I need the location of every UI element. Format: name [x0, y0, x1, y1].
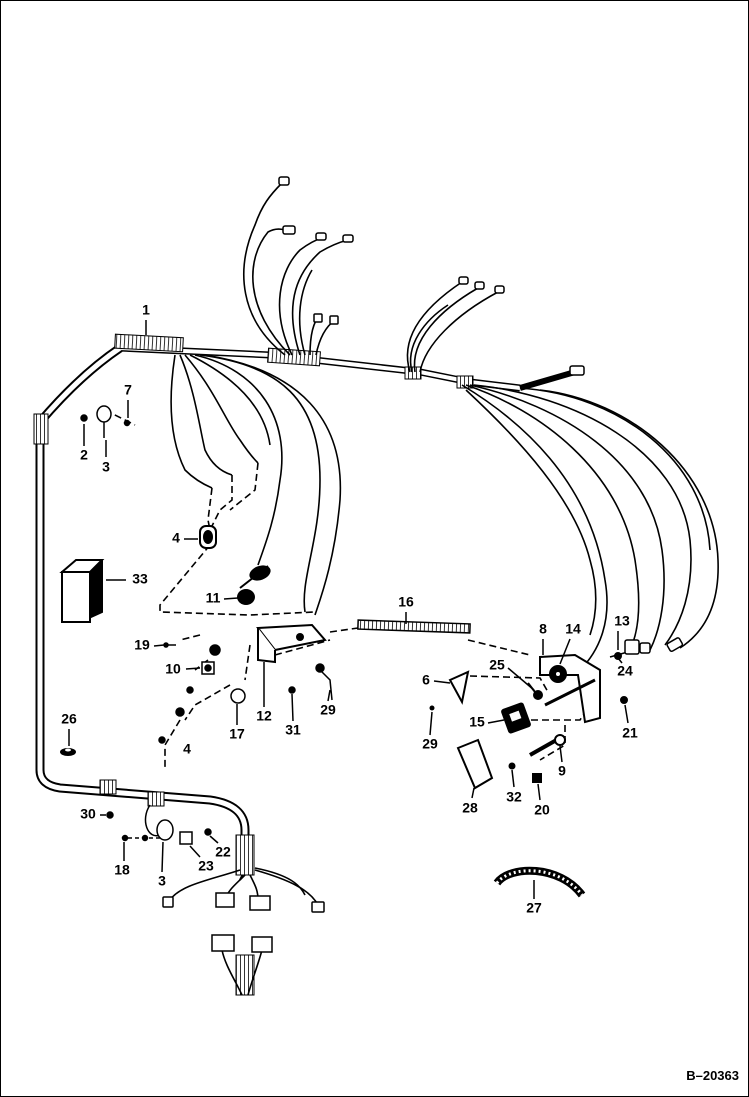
- label-bolt-left: 2: [80, 424, 88, 463]
- cover-plate-icon: [456, 738, 494, 790]
- svg-text:31: 31: [285, 722, 301, 738]
- curved-hose-icon: [493, 866, 586, 898]
- label-grommet-26: 26: [61, 711, 77, 746]
- label-bracket-6: 6: [422, 672, 451, 688]
- harness-coil-wraps: [33, 333, 474, 996]
- upper-left-connectors: [278, 176, 354, 325]
- round-switch-icon: [199, 525, 217, 549]
- label-switch-15: 15: [469, 714, 505, 730]
- upper-middle-connectors: [458, 276, 505, 294]
- label-bolt-30: 30: [80, 806, 106, 822]
- svg-text:4: 4: [172, 530, 180, 546]
- svg-text:24: 24: [617, 663, 633, 679]
- svg-text:16: 16: [398, 594, 414, 610]
- label-nut-22: 22: [209, 835, 231, 860]
- relay-box-icon: [59, 559, 105, 623]
- svg-text:21: 21: [622, 725, 638, 741]
- label-screw-21: 21: [622, 704, 638, 741]
- label-tube-16: 16: [398, 594, 414, 624]
- label-washer-17: 17: [229, 704, 245, 742]
- svg-text:7: 7: [124, 382, 132, 398]
- svg-text:18: 18: [114, 862, 130, 878]
- label-knob-14: 14: [559, 621, 581, 665]
- connector-plug-icon: [237, 565, 271, 605]
- svg-text:22: 22: [215, 844, 231, 860]
- label-screw-31: 31: [285, 693, 301, 738]
- label-clip-23: 23: [189, 845, 214, 874]
- svg-text:3: 3: [158, 873, 166, 889]
- mounting-bracket-icon: [256, 623, 327, 664]
- label-harness: 1: [142, 302, 150, 335]
- right-end-connector: [519, 365, 585, 391]
- harness-trunk: [35, 344, 521, 881]
- svg-text:2: 2: [80, 447, 88, 463]
- upper-middle-wire-branch: [406, 281, 499, 373]
- lower-connector-plugs: [162, 892, 325, 953]
- label-washer-24: 24: [617, 657, 633, 679]
- right-drop-connectors: [624, 637, 684, 655]
- label-bracket-8: 8: [539, 621, 547, 655]
- label-lever-9: 9: [558, 745, 566, 779]
- label-nut-7: 7: [124, 382, 132, 418]
- svg-text:30: 30: [80, 806, 96, 822]
- svg-text:13: 13: [614, 613, 630, 629]
- lower-clamp-assembly-icon: [106, 804, 212, 845]
- svg-text:26: 26: [61, 711, 77, 727]
- label-plate-28: 28: [462, 787, 478, 816]
- conduit-tube-icon: [357, 619, 471, 634]
- grommet-icon: [60, 748, 76, 756]
- svg-text:20: 20: [534, 802, 550, 818]
- label-hose-27: 27: [526, 880, 542, 916]
- svg-text:19: 19: [134, 637, 150, 653]
- svg-text:29: 29: [320, 702, 336, 718]
- label-bracket-12: 12: [256, 662, 272, 724]
- svg-text:10: 10: [165, 661, 181, 677]
- left-drop-wires: [170, 354, 342, 616]
- svg-text:17: 17: [229, 726, 245, 742]
- label-screw-25: 25: [489, 657, 535, 691]
- svg-text:33: 33: [132, 571, 148, 587]
- part-labels: 1 2 3 4 4 6 7: [61, 302, 638, 916]
- svg-text:23: 23: [198, 858, 214, 874]
- svg-text:9: 9: [558, 763, 566, 779]
- triangle-bracket-icon: [429, 670, 470, 711]
- svg-text:25: 25: [489, 657, 505, 673]
- svg-text:32: 32: [506, 789, 522, 805]
- svg-text:15: 15: [469, 714, 485, 730]
- svg-text:11: 11: [206, 590, 221, 606]
- upper-left-wire-branch: [243, 182, 349, 356]
- svg-text:4: 4: [183, 741, 191, 757]
- label-switch-round: 4: [172, 530, 198, 546]
- svg-text:28: 28: [462, 800, 478, 816]
- label-clamp-upper: 3: [102, 440, 110, 475]
- drawing-reference-code: B–20363: [686, 1068, 739, 1083]
- small-fasteners-left: [158, 642, 333, 744]
- label-screw-32: 32: [506, 769, 522, 805]
- label-nut-20: 20: [534, 783, 550, 818]
- label-screw-13: 13: [614, 613, 630, 650]
- label-nut-10: 10: [165, 661, 201, 677]
- svg-text:8: 8: [539, 621, 547, 637]
- control-assembly-icon: [501, 652, 628, 734]
- label-screw-29-left: 29: [320, 689, 336, 718]
- label-screw-29-right: 29: [422, 711, 438, 752]
- label-connector-11: 11: [206, 590, 239, 606]
- label-bolt-lower-left: 4: [183, 741, 191, 757]
- label-screw-19: 19: [134, 637, 165, 653]
- svg-text:27: 27: [526, 900, 542, 916]
- label-relay-33: 33: [106, 571, 148, 587]
- svg-text:6: 6: [422, 672, 430, 688]
- svg-text:14: 14: [565, 621, 581, 637]
- svg-text:3: 3: [102, 459, 110, 475]
- lever-assembly-icon: [508, 734, 566, 783]
- right-drop-wires: [461, 384, 719, 671]
- label-clamp-lower: 3: [158, 841, 166, 889]
- svg-text:1: 1: [142, 302, 150, 318]
- label-screw-18: 18: [114, 842, 130, 878]
- svg-text:12: 12: [256, 708, 272, 724]
- svg-text:29: 29: [422, 736, 438, 752]
- upper-clamp-icon: [80, 405, 131, 438]
